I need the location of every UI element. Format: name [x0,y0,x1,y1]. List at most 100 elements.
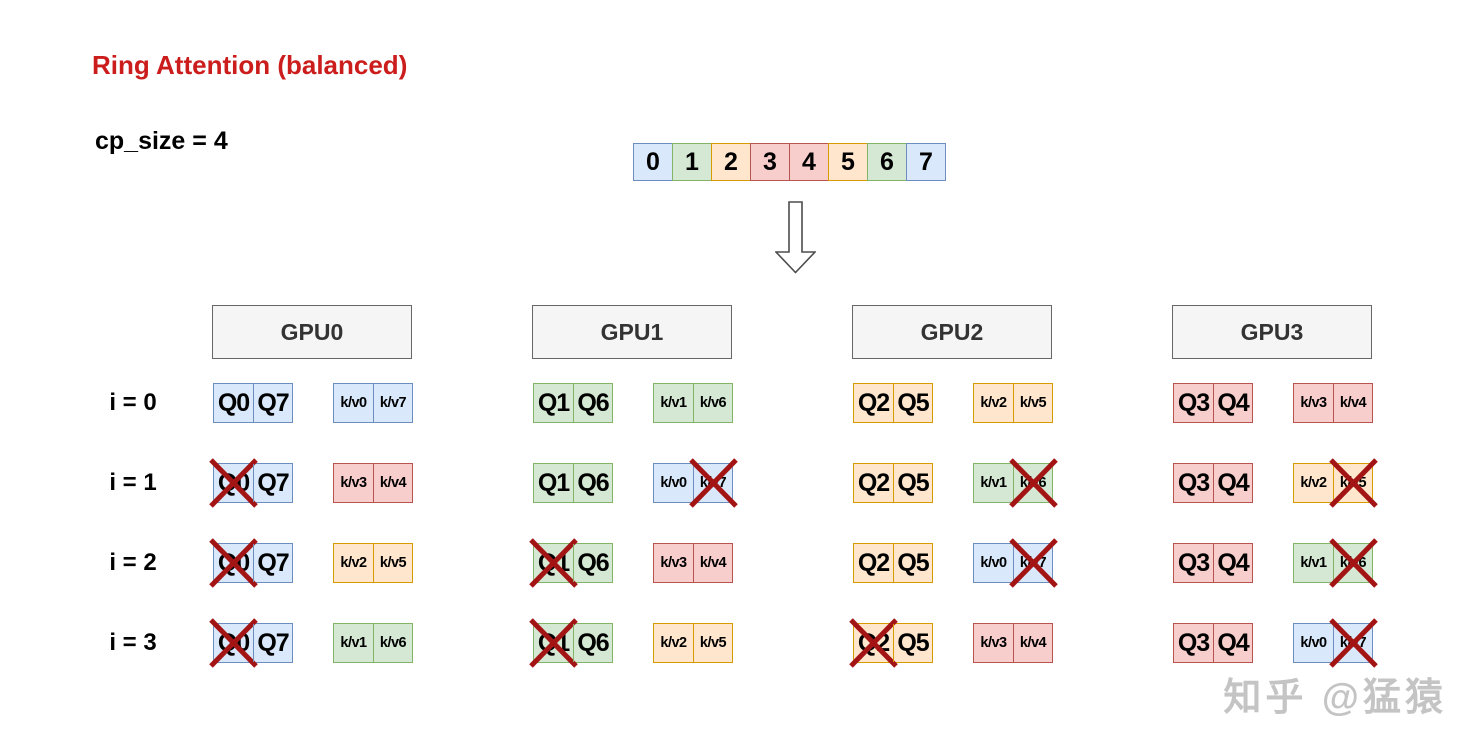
gpu2-i0-q-box-cell-Q2: Q2 [857,388,890,417]
gpu0-i0-q-box-cell-Q0: Q0 [217,388,250,417]
gpu2-i0-kv-box-cell-k/v2: k/v2 [980,395,1007,411]
crossed-out-icon [529,618,578,668]
gpu3-i0-kv-box-cell-k/v3: k/v3 [1300,395,1327,411]
gpu0-i1-kv-box-cell-k/v4: k/v4 [373,464,412,502]
gpu1-i1-kv-box-cell-k/v0: k/v0 [660,475,687,491]
gpu0-i1-kv-box: k/v3 k/v4 [333,463,413,503]
gpu3-i3-kv-box-cell-k/v0: k/v0 [1300,635,1327,651]
crossed-out-icon [1329,458,1378,508]
gpu2-i3-q-box-cell-Q2: Q2 [849,618,898,668]
crossed-out-icon [1009,538,1058,588]
gpu1-i3-kv-box-cell-k/v5: k/v5 [693,624,732,662]
sequence-cell-3: 3 [750,143,790,181]
gpu0-i1-q-box-cell-Q0: Q0 [209,458,258,508]
crossed-out-icon [689,458,738,508]
gpu3-i0-q-box-cell-Q3: Q3 [1177,388,1210,417]
gpu1-i1-q-box-cell-Q1: Q1 [537,468,570,497]
gpu1-i2-kv-box-cell-k/v3: k/v3 [660,555,687,571]
gpu2-i2-q-box-cell-Q5: Q5 [893,544,932,582]
gpu0-i0-q-box-cell-Q7: Q7 [253,384,292,422]
crossed-out-icon [209,618,258,668]
gpu3-i2-kv-box-cell-k/v1: k/v1 [1300,555,1327,571]
sequence-cell-7: 7 [906,143,946,181]
gpu0-i3-q-box-cell-Q0: Q0 [209,618,258,668]
gpu0-i3-kv-box-cell-k/v1: k/v1 [340,635,367,651]
sequence-cell-4: 4 [789,143,829,181]
gpu3-i2-q-box-cell-Q4: Q4 [1213,544,1252,582]
gpu2-i1-q-box-cell-Q5: Q5 [893,464,932,502]
gpu1-i0-kv-box: k/v1 k/v6 [653,383,733,423]
gpu0-i0-kv-box-cell-k/v7: k/v7 [373,384,412,422]
crossed-out-icon [849,618,898,668]
gpu0-i3-q-box-cell-Q7: Q7 [253,624,292,662]
sequence-cell-5: 5 [828,143,868,181]
row-label-i3: i = 3 [109,629,157,656]
gpu3-i0-kv-box: k/v3 k/v4 [1293,383,1373,423]
sequence-cell-2: 2 [711,143,751,181]
gpu2-i1-kv-box-cell-k/v1: k/v1 [980,475,1007,491]
gpu0-i2-kv-box-cell-k/v2: k/v2 [340,555,367,571]
gpu2-i1-kv-box-cell-k/v6: k/v6 [1009,458,1058,508]
sequence-cell-1: 1 [672,143,712,181]
gpu0-i2-q-box-cell-Q0: Q0 [209,538,258,588]
crossed-out-icon [209,538,258,588]
gpu2-i0-kv-box-cell-k/v5: k/v5 [1013,384,1052,422]
diagram-title: Ring Attention (balanced) [92,50,408,80]
crossed-out-icon [529,538,578,588]
gpu1-i1-q-box-cell-Q6: Q6 [573,464,612,502]
cp-size-label: cp_size = 4 [95,127,228,155]
gpu2-i2-kv-box-cell-k/v7: k/v7 [1009,538,1058,588]
gpu-header-gpu3: GPU3 [1172,305,1372,359]
gpu1-i2-kv-box: k/v3 k/v4 [653,543,733,583]
gpu-header-gpu1: GPU1 [532,305,732,359]
gpu3-i0-kv-box-cell-k/v4: k/v4 [1333,384,1372,422]
gpu0-i1-kv-box-cell-k/v3: k/v3 [340,475,367,491]
down-arrow-icon [775,201,816,274]
gpu3-i3-kv-box-cell-k/v7: k/v7 [1329,618,1378,668]
gpu1-i2-q-box-cell-Q6: Q6 [573,544,612,582]
watermark: 知乎 @猛猿 [1223,677,1447,719]
gpu2-i1-q-box-cell-Q2: Q2 [857,468,890,497]
gpu-header-gpu0: GPU0 [212,305,412,359]
gpu1-i3-kv-box: k/v2 k/v5 [653,623,733,663]
gpu2-i0-kv-box: k/v2 k/v5 [973,383,1053,423]
gpu3-i2-kv-box-cell-k/v6: k/v6 [1329,538,1378,588]
gpu3-i1-q-box-cell-Q3: Q3 [1177,468,1210,497]
gpu1-i0-q-box-cell-Q1: Q1 [537,388,570,417]
row-label-i1: i = 1 [109,469,157,496]
gpu1-i0-kv-box-cell-k/v6: k/v6 [693,384,732,422]
gpu3-i1-kv-box-cell-k/v2: k/v2 [1300,475,1327,491]
gpu1-i2-q-box-cell-Q1: Q1 [529,538,578,588]
gpu1-i3-q-box-cell-Q6: Q6 [573,624,612,662]
gpu1-i0-kv-box-cell-k/v1: k/v1 [660,395,687,411]
gpu1-i2-kv-box-cell-k/v4: k/v4 [693,544,732,582]
gpu-header-gpu2: GPU2 [852,305,1052,359]
crossed-out-icon [209,458,258,508]
gpu0-i0-kv-box-cell-k/v0: k/v0 [340,395,367,411]
sequence-cell-6: 6 [867,143,907,181]
gpu2-i0-q-box-cell-Q5: Q5 [893,384,932,422]
gpu1-i3-kv-box-cell-k/v2: k/v2 [660,635,687,651]
